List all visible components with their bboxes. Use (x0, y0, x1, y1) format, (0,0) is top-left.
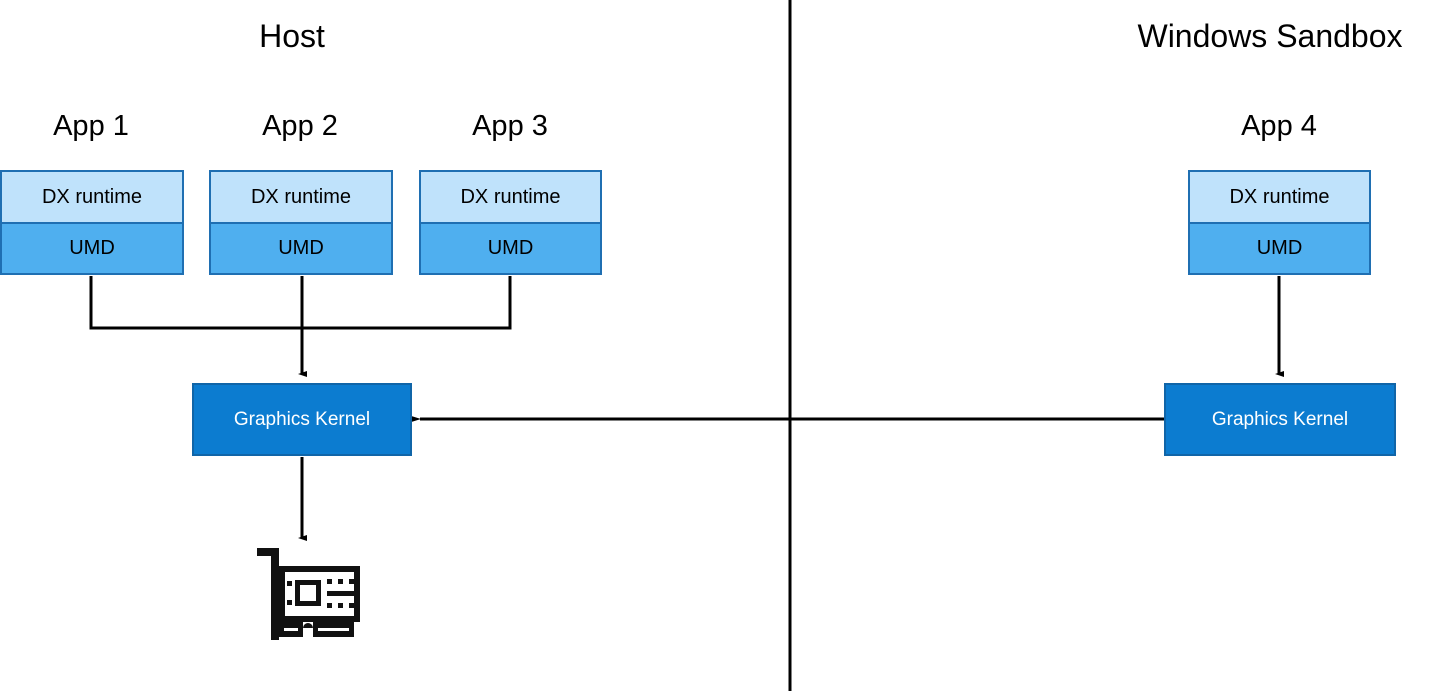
app2-umd-cell[interactable]: UMD (211, 224, 391, 273)
app-title-app1: App 1 (53, 110, 129, 142)
connector-app1-to-host-kernel (89, 276, 302, 330)
app-title-app3: App 3 (472, 110, 548, 142)
gpu-card-icon-svg (257, 548, 360, 640)
app-stack-app1[interactable]: DX runtime UMD (0, 170, 184, 275)
app4-umd-cell[interactable]: UMD (1190, 224, 1369, 273)
app1-umd-cell[interactable]: UMD (2, 224, 182, 273)
section-title-windows-sandbox: Windows Sandbox (1137, 18, 1403, 54)
app1-dx-runtime-cell[interactable]: DX runtime (2, 172, 182, 224)
host-graphics-kernel-box[interactable]: Graphics Kernel (192, 383, 412, 456)
sandbox-graphics-kernel-box[interactable]: Graphics Kernel (1164, 383, 1396, 456)
app-stack-app3[interactable]: DX runtime UMD (419, 170, 602, 275)
app-title-app4: App 4 (1241, 110, 1317, 142)
app-title-app2: App 2 (262, 110, 338, 142)
app-stack-app4[interactable]: DX runtime UMD (1188, 170, 1371, 275)
app3-umd-cell[interactable]: UMD (421, 224, 600, 273)
app2-dx-runtime-cell[interactable]: DX runtime (211, 172, 391, 224)
app4-dx-runtime-cell[interactable]: DX runtime (1190, 172, 1369, 224)
connector-app3-to-host-kernel (302, 276, 512, 330)
section-title-host: Host (259, 18, 325, 54)
app-stack-app2[interactable]: DX runtime UMD (209, 170, 393, 275)
gpu-card-icon (257, 548, 360, 640)
app3-dx-runtime-cell[interactable]: DX runtime (421, 172, 600, 224)
